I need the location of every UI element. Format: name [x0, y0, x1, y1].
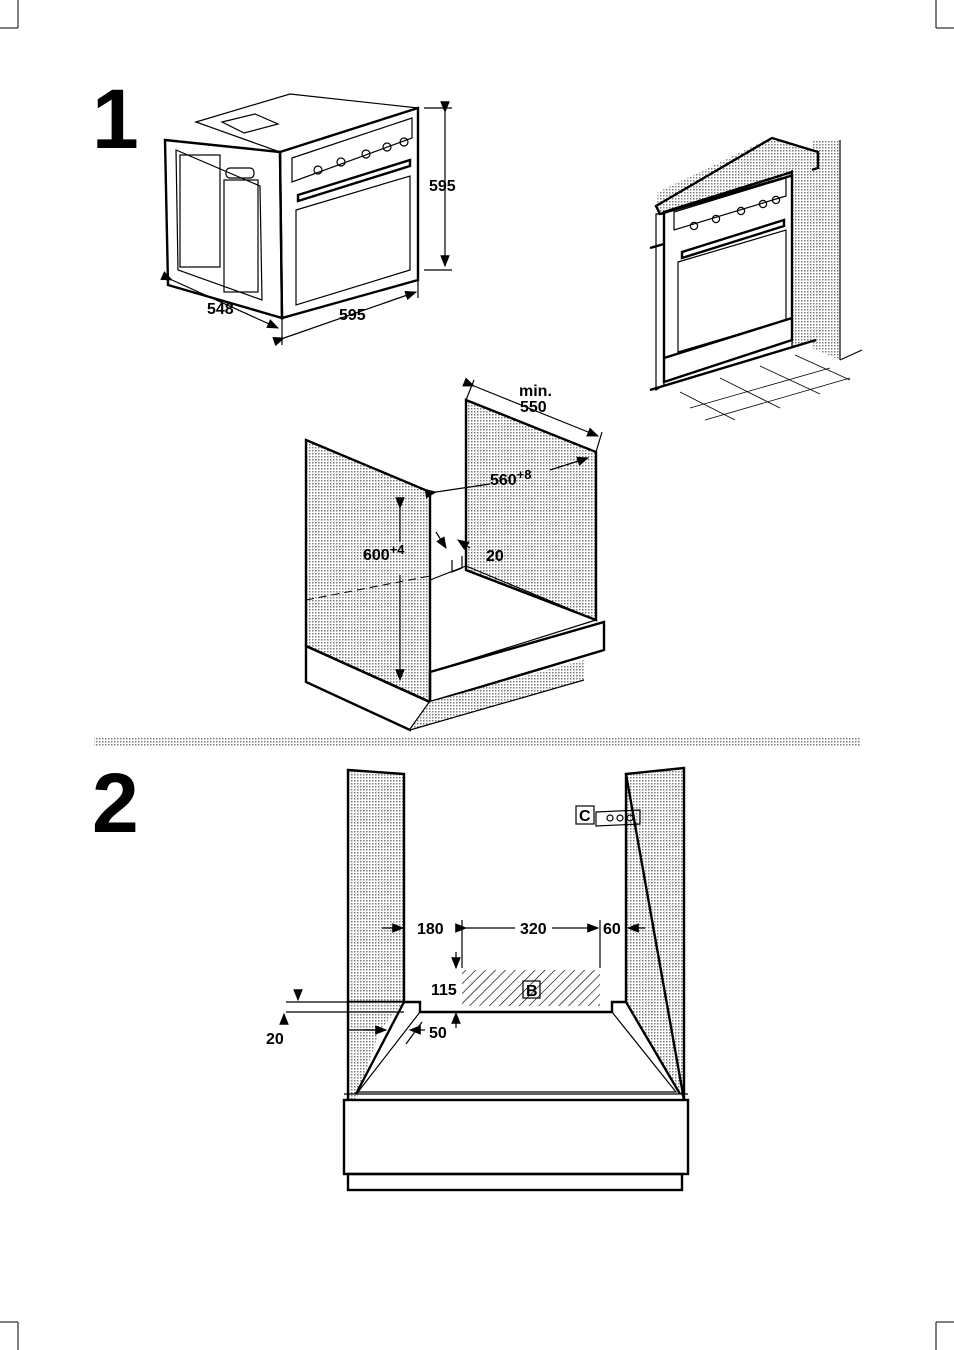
step-number-1: 1 [92, 72, 139, 166]
niche-depth-min-label: min. [519, 383, 552, 400]
kitchen-installation-view [649, 136, 863, 421]
opening-width-label: 320 [520, 921, 547, 938]
front-gap-label: 20 [266, 1031, 284, 1048]
floor-gap-label: 50 [429, 1025, 447, 1042]
label-c: C [579, 808, 591, 825]
cabinet-front-view [342, 766, 690, 1192]
step-number-2: 2 [92, 756, 139, 850]
vent-opening-b [462, 970, 600, 1006]
right-offset-label: 60 [603, 921, 621, 938]
niche-width-value: 560 [490, 472, 517, 489]
oven-illustration [163, 93, 420, 320]
label-b-box [522, 980, 541, 999]
bracket-c [575, 805, 641, 827]
section-separator [94, 738, 860, 747]
left-offset-label: 180 [417, 921, 444, 938]
vent-dimension-lines [279, 920, 645, 1045]
oven-width-label: 595 [339, 307, 366, 324]
oven-depth-label: 548 [207, 301, 234, 318]
niche-height-value: 600 [363, 547, 390, 564]
niche-width-label: 560+8 [490, 467, 532, 489]
cabinet-niche [304, 398, 606, 732]
label-b: B [526, 983, 538, 1000]
niche-width-tolerance: +8 [517, 467, 532, 482]
oven-dimension-lines [160, 101, 452, 347]
niche-depth-value-label: 550 [520, 399, 547, 416]
back-gap-label: 20 [486, 548, 504, 565]
niche-height-label: 600+4 [363, 542, 405, 564]
niche-dimension-lines [395, 377, 603, 682]
oven-height-label: 595 [429, 178, 456, 195]
opening-height-label: 115 [431, 982, 457, 999]
niche-height-tolerance: +4 [390, 542, 406, 557]
